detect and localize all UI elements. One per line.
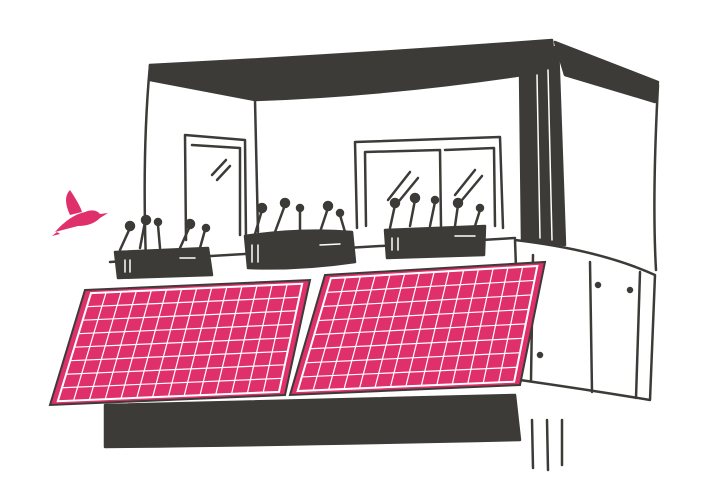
panel-grid-line — [74, 337, 291, 348]
planter-icon — [113, 214, 214, 280]
panel-frame — [288, 260, 547, 397]
panel-border — [296, 264, 539, 393]
panel-grid-line — [305, 352, 520, 364]
panel-grid-line — [82, 310, 297, 321]
solar-panel-icon — [48, 278, 312, 407]
window — [353, 135, 505, 230]
panel-grid-line — [86, 296, 300, 308]
panel-grid-line — [326, 279, 535, 293]
planter-icon — [383, 192, 487, 260]
ceiling — [148, 38, 557, 102]
panel-grid-line — [310, 337, 523, 350]
planter-icon — [243, 197, 357, 270]
panel-grid-line — [66, 364, 285, 375]
panel-grid-line — [322, 294, 532, 308]
panel-border — [56, 282, 304, 403]
column-right — [518, 43, 567, 247]
panel-grid-line — [61, 377, 282, 389]
wall-left — [143, 63, 152, 264]
solar-panel-icon — [288, 260, 547, 397]
hummingbird-icon — [52, 190, 108, 236]
panel-grid-line — [314, 323, 526, 336]
panel-grid-line — [78, 323, 294, 335]
panel-grid-line — [70, 350, 288, 362]
railing-right — [513, 238, 657, 402]
roof-right — [553, 40, 660, 104]
balcony-slab — [103, 393, 522, 449]
panel-grid-line — [301, 366, 518, 378]
panel-grid-line — [318, 308, 529, 322]
